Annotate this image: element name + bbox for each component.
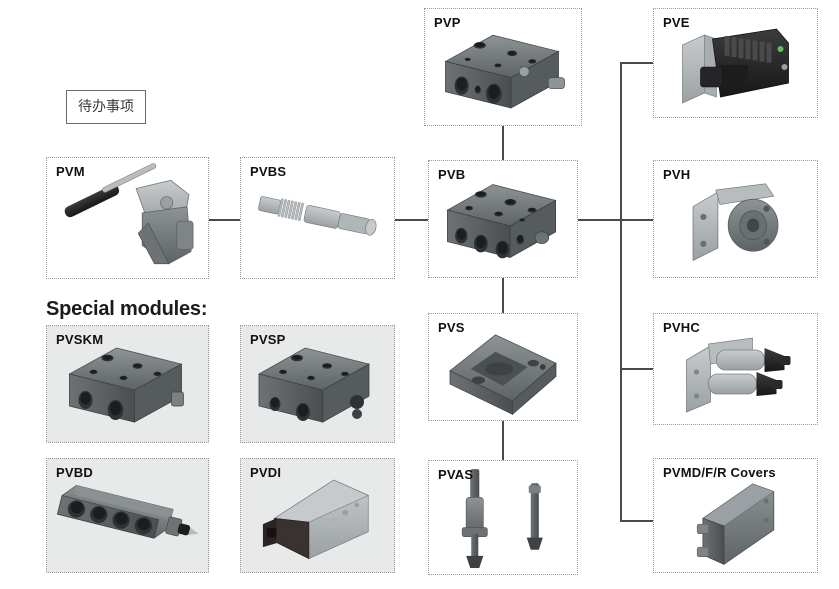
rotary-actuator-pvh-illustration — [654, 161, 817, 277]
connector-trunk-vertical — [620, 62, 622, 522]
module-label-pvskm: PVSKM — [56, 332, 104, 347]
module-pvsp[interactable]: PVSP — [240, 325, 395, 443]
connector-trunk-to-pve — [620, 62, 653, 64]
module-pvdi[interactable]: PVDI — [240, 458, 395, 573]
connector-pvb-to-pvs — [502, 278, 504, 313]
module-pvbs[interactable]: PVBS — [240, 157, 395, 279]
connector-pvb-to-trunk — [578, 219, 622, 221]
module-label-pvsp: PVSP — [250, 332, 286, 347]
spool-pvbs-illustration — [241, 158, 394, 278]
valve-block-pvp-illustration — [425, 9, 581, 125]
module-label-pvb: PVB — [438, 167, 466, 182]
cover-pvmd-illustration — [654, 459, 817, 572]
module-label-pvm: PVM — [56, 164, 85, 179]
module-pvs[interactable]: PVS — [428, 313, 578, 421]
module-pvh[interactable]: PVH — [653, 160, 818, 278]
solenoid-pvhc-illustration — [654, 314, 817, 424]
module-label-pvhc: PVHC — [663, 320, 700, 335]
connector-pvs-to-pvas — [502, 421, 504, 460]
module-label-pve: PVE — [663, 15, 690, 30]
module-pvas[interactable]: PVAS — [428, 460, 578, 575]
module-label-pvmd: PVMD/F/R Covers — [663, 465, 776, 480]
module-pvb[interactable]: PVB — [428, 160, 578, 278]
todo-note-text: 待办事项 — [78, 99, 134, 115]
module-label-pvh: PVH — [663, 167, 691, 182]
module-pvm[interactable]: PVM — [46, 157, 209, 279]
valve-block-pvskm-illustration — [47, 326, 208, 442]
module-pve[interactable]: PVE — [653, 8, 818, 118]
manual-lever-pvm-illustration — [47, 158, 208, 278]
module-label-pvas: PVAS — [438, 467, 474, 482]
module-label-pvs: PVS — [438, 320, 465, 335]
module-pvskm[interactable]: PVSKM — [46, 325, 209, 443]
connector-pvp-to-pvb — [502, 126, 504, 160]
module-pvdi-illustration — [241, 459, 394, 572]
valve-block-pvb-illustration — [429, 161, 577, 277]
connector-trunk-to-pvhc — [620, 368, 653, 370]
todo-note-box[interactable]: 待办事项 — [66, 90, 146, 124]
end-plate-pvs-illustration — [429, 314, 577, 420]
connector-pvbs-to-pvb — [395, 219, 428, 221]
module-label-pvdi: PVDI — [250, 465, 282, 480]
manifold-pvbd-illustration — [47, 459, 208, 572]
tie-rods-pvas-illustration — [429, 461, 577, 574]
connector-pvm-to-pvbs — [209, 219, 240, 221]
special-modules-heading: Special modules: — [46, 298, 208, 320]
module-pvmd[interactable]: PVMD/F/R Covers — [653, 458, 818, 573]
module-pvhc[interactable]: PVHC — [653, 313, 818, 425]
module-pvbd[interactable]: PVBD — [46, 458, 209, 573]
module-pvp[interactable]: PVP — [424, 8, 582, 126]
connector-trunk-to-pvmd — [620, 520, 653, 522]
module-label-pvbd: PVBD — [56, 465, 93, 480]
module-label-pvbs: PVBS — [250, 164, 287, 179]
connector-trunk-to-pvh — [620, 219, 653, 221]
valve-block-pvsp-illustration — [241, 326, 394, 442]
module-label-pvp: PVP — [434, 15, 461, 30]
electric-actuator-pve-illustration — [654, 9, 817, 117]
